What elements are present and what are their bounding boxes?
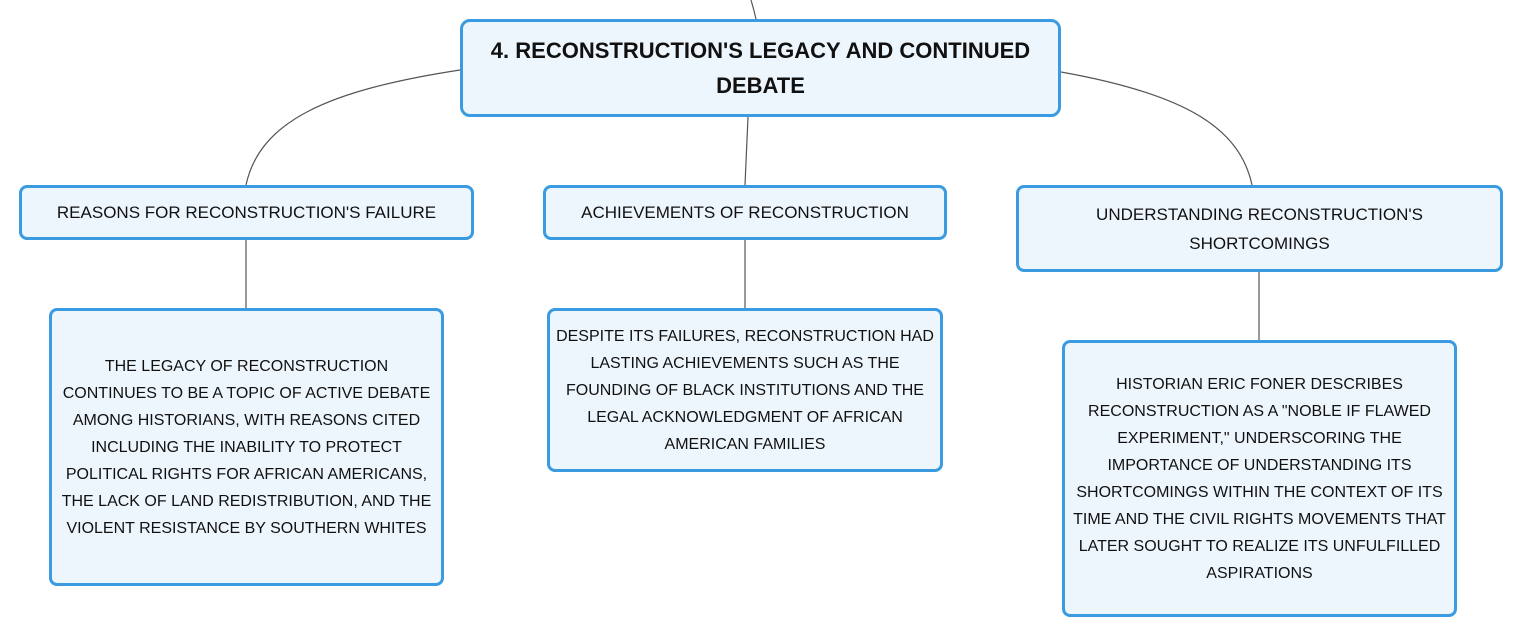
root-topic-node[interactable]: 4. RECONSTRUCTION'S LEGACY AND CONTINUED… bbox=[460, 19, 1061, 117]
detail-text: DESPITE ITS FAILURES, RECONSTRUCTION HAD… bbox=[556, 327, 934, 453]
branch-label: ACHIEVEMENTS OF RECONSTRUCTION bbox=[581, 203, 909, 222]
connector-root-to-branch-3 bbox=[1060, 71, 1253, 186]
branch-node-understanding-shortcomings[interactable]: UNDERSTANDING RECONSTRUCTION'S SHORTCOMI… bbox=[1016, 185, 1503, 272]
detail-text: HISTORIAN ERIC FONER DESCRIBES RECONSTRU… bbox=[1073, 375, 1446, 582]
parent-connector bbox=[750, 0, 757, 20]
detail-node-understanding-shortcomings[interactable]: HISTORIAN ERIC FONER DESCRIBES RECONSTRU… bbox=[1062, 340, 1457, 617]
branch-node-achievements[interactable]: ACHIEVEMENTS OF RECONSTRUCTION bbox=[543, 185, 947, 240]
detail-node-achievements[interactable]: DESPITE ITS FAILURES, RECONSTRUCTION HAD… bbox=[547, 308, 943, 472]
branch-label: UNDERSTANDING RECONSTRUCTION'S SHORTCOMI… bbox=[1096, 204, 1423, 253]
connector-root-to-branch-2 bbox=[744, 116, 749, 186]
connector-root-to-branch-1 bbox=[245, 69, 461, 186]
detail-node-reasons-for-failure[interactable]: THE LEGACY OF RECONSTRUCTION CONTINUES T… bbox=[49, 308, 444, 586]
detail-text: THE LEGACY OF RECONSTRUCTION CONTINUES T… bbox=[61, 357, 432, 537]
branch-label: REASONS FOR RECONSTRUCTION'S FAILURE bbox=[56, 203, 437, 222]
root-topic-title: 4. RECONSTRUCTION'S LEGACY AND CONTINUED… bbox=[490, 38, 1031, 98]
branch-node-reasons-for-failure[interactable]: REASONS FOR RECONSTRUCTION'S FAILURE bbox=[19, 185, 474, 240]
